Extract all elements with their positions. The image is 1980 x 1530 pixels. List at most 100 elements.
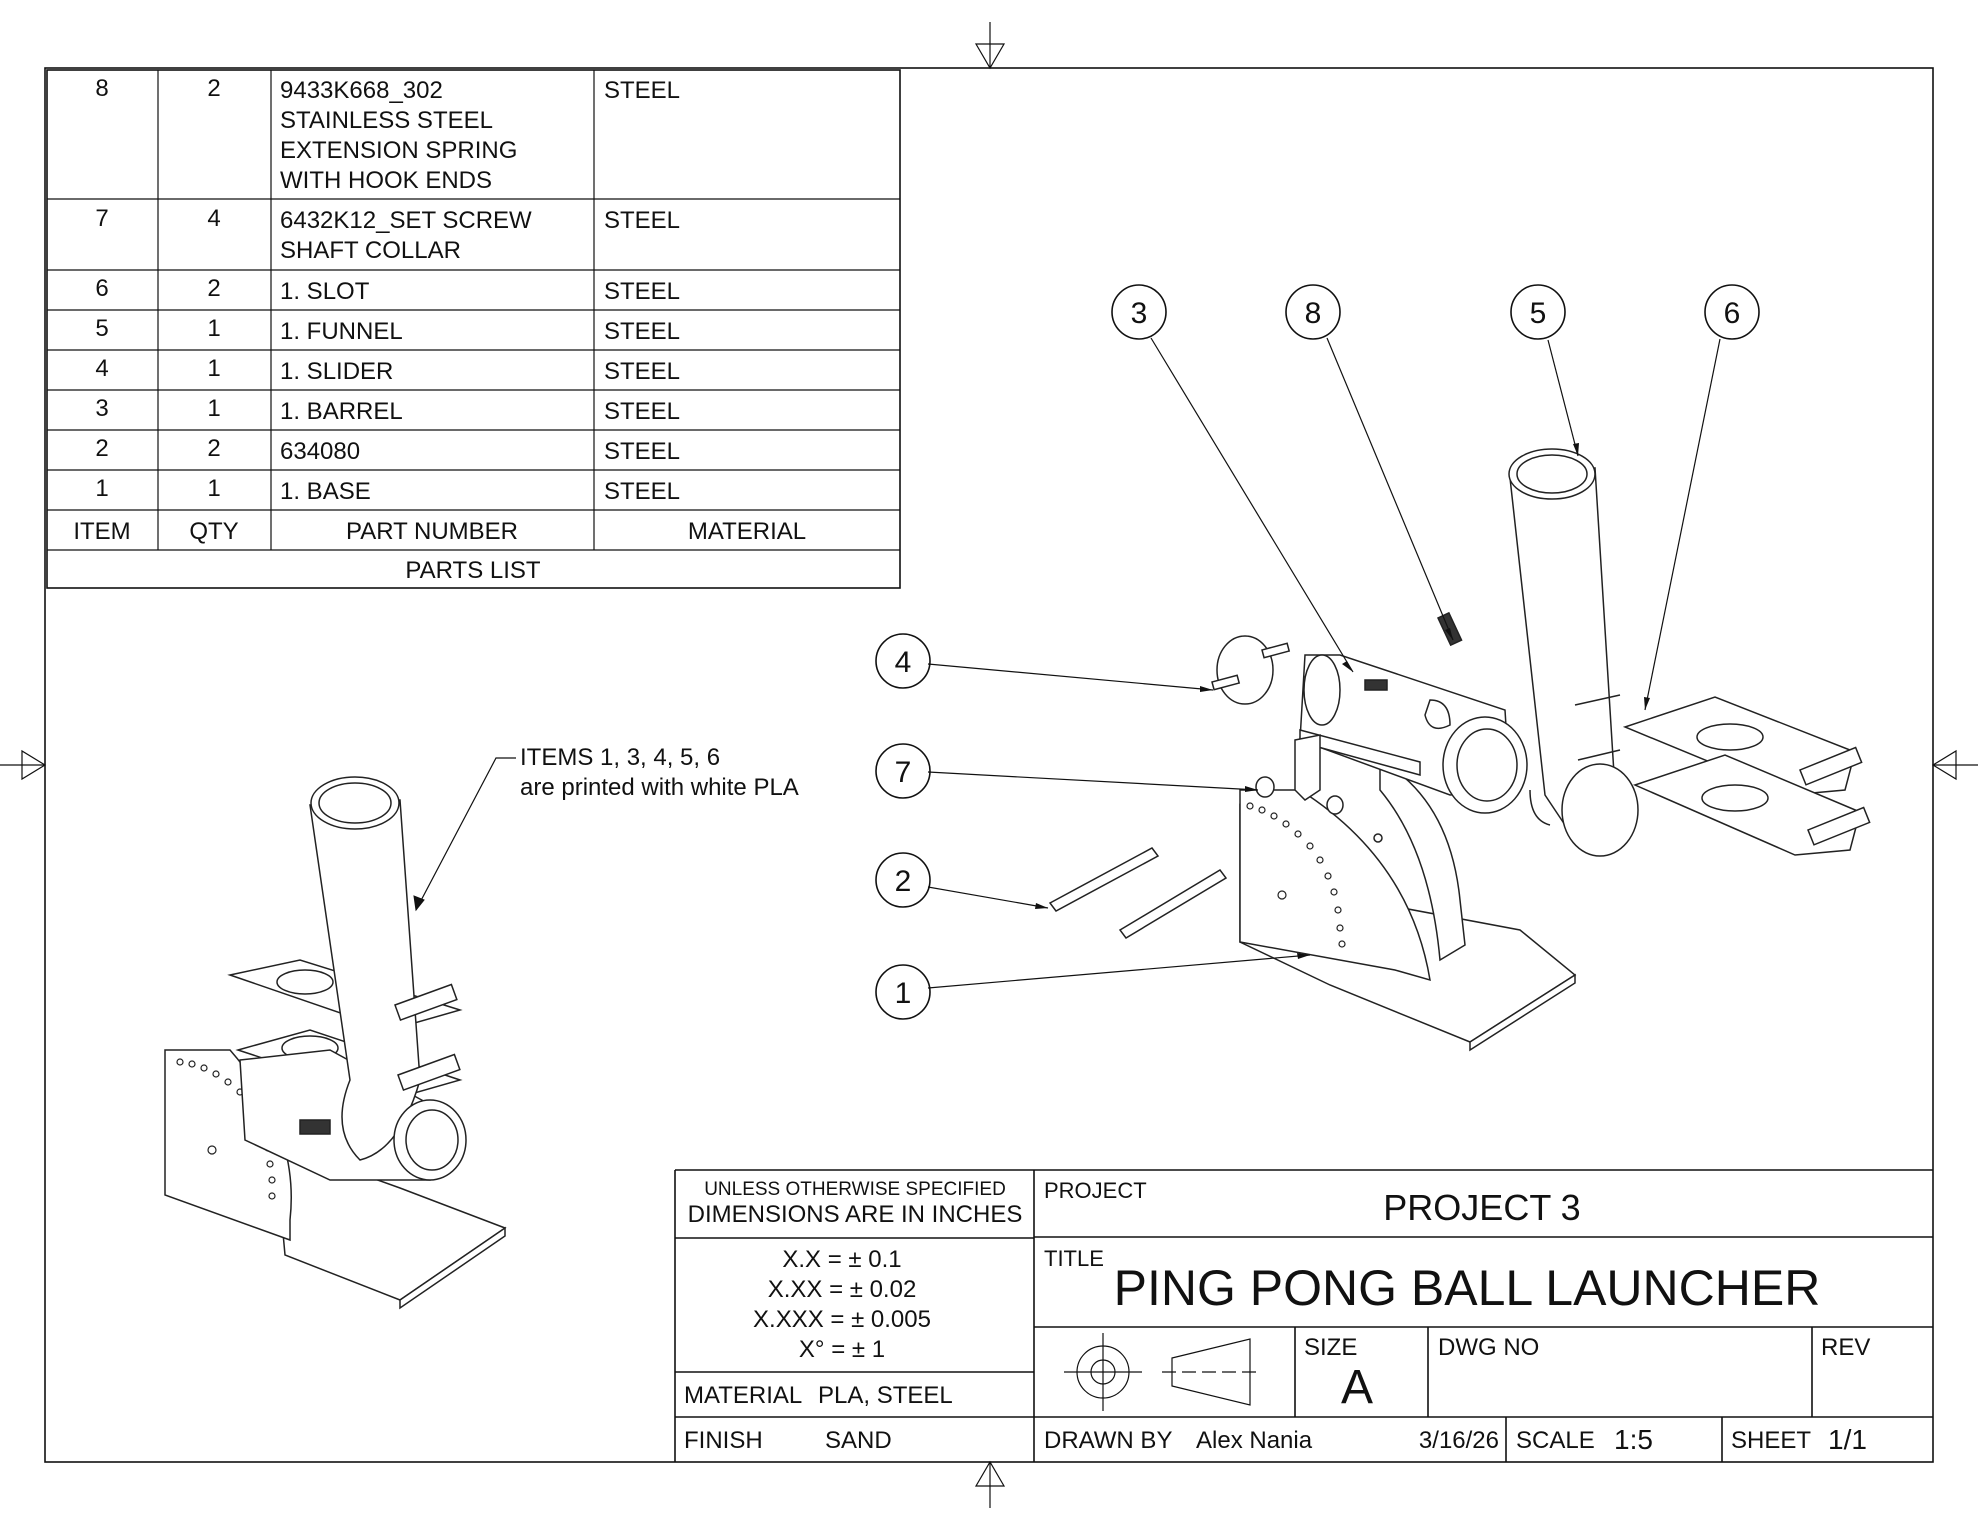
balloon-arrowheads [1035,443,1650,959]
sheet-value: 1/1 [1828,1424,1867,1455]
material-note: ITEMS 1, 3, 4, 5, 6 are printed with whi… [413,744,799,912]
row-item: 8 [95,75,108,102]
tolerance-1: X.X = ± 0.1 [782,1246,901,1273]
row-item: 3 [95,395,108,422]
row-part-line: 634080 [280,438,360,465]
row-part-line: 1. SLIDER [280,358,393,385]
parts-row-2: 2 2 634080 STEEL [95,435,680,465]
row-part-line: 1. FUNNEL [280,318,403,345]
svg-text:6: 6 [1724,297,1741,330]
row-item: 1 [95,475,108,502]
drawing-title: PING PONG BALL LAUNCHER [1114,1260,1821,1316]
header-qty: QTY [189,518,238,545]
scale-label: SCALE [1516,1427,1595,1454]
scale-value: 1:5 [1614,1424,1653,1455]
tolerance-4: X° = ± 1 [799,1336,885,1363]
row-part-line: EXTENSION SPRING [280,137,517,164]
svg-text:5: 5 [1530,297,1547,330]
row-qty: 2 [207,275,220,302]
parts-row-6: 6 2 1. SLOT STEEL [95,275,680,305]
row-material: STEEL [604,478,680,505]
row-part-line: WITH HOOK ENDS [280,167,492,194]
spec-line-2: DIMENSIONS ARE IN INCHES [688,1201,1023,1228]
balloon-8: 8 [1285,284,1341,340]
size-label: SIZE [1304,1334,1357,1361]
balloon-3: 3 [1111,284,1167,340]
balloon-2: 2 [875,852,931,908]
note-arrowhead [413,895,425,912]
exploded-view [1048,448,1871,1052]
project-value: PROJECT 3 [1383,1187,1580,1228]
parts-list-title: PARTS LIST [405,557,540,584]
material-value: PLA, STEEL [818,1382,953,1409]
parts-row-3: 3 1 1. BARREL STEEL [95,395,680,425]
row-item: 4 [95,355,108,382]
dwg-no-label: DWG NO [1438,1334,1539,1361]
parts-list-header: ITEM QTY PART NUMBER MATERIAL [73,518,806,545]
balloon-leaders [927,337,1721,989]
row-material: STEEL [604,438,680,465]
row-material: STEEL [604,358,680,385]
balloon-1: 1 [875,964,931,1020]
svg-text:3: 3 [1131,297,1148,330]
svg-text:4: 4 [895,646,912,679]
parts-row-8: 8 2 9433K668_302 STAINLESS STEEL EXTENSI… [95,75,680,194]
row-part-line: 1. SLOT [280,278,370,305]
header-part-number: PART NUMBER [346,518,518,545]
balloon-7: 7 [875,743,931,799]
centering-marks [0,22,1978,1508]
parts-row-7: 7 4 6432K12_SET SCREW SHAFT COLLAR STEEL [95,205,680,264]
row-material: STEEL [604,207,680,234]
finish-label: FINISH [684,1427,763,1454]
spec-line-1: UNLESS OTHERWISE SPECIFIED [704,1179,1006,1200]
row-part-line: 9433K668_302 [280,77,443,104]
parts-row-5: 5 1 1. FUNNEL STEEL [95,315,680,345]
parts-row-4: 4 1 1. SLIDER STEEL [95,355,680,385]
row-part-line: 6432K12_SET SCREW [280,207,532,234]
finish-value: SAND [825,1427,892,1454]
row-part-line: 1. BARREL [280,398,403,425]
tolerances: X.X = ± 0.1 X.XX = ± 0.02 X.XXX = ± 0.00… [753,1246,931,1363]
note-line-1: ITEMS 1, 3, 4, 5, 6 [520,744,720,771]
drawn-date: 3/16/26 [1419,1427,1499,1454]
header-material: MATERIAL [688,518,806,545]
material-label: MATERIAL [684,1382,802,1409]
title-label: TITLE [1044,1246,1104,1271]
balloon-6: 6 [1704,284,1760,340]
row-qty: 1 [207,395,220,422]
row-part-line: STAINLESS STEEL [280,107,493,134]
svg-text:8: 8 [1305,297,1322,330]
parts-list-table: 8 2 9433K668_302 STAINLESS STEEL EXTENSI… [46,69,901,589]
balloon-4: 4 [875,633,931,689]
header-item: ITEM [73,518,130,545]
row-qty: 2 [207,75,220,102]
row-material: STEEL [604,77,680,104]
note-leader [415,757,516,911]
assembled-view [164,776,507,1310]
sheet-label: SHEET [1731,1427,1811,1454]
svg-text:1: 1 [895,977,912,1010]
row-qty: 1 [207,355,220,382]
row-item: 2 [95,435,108,462]
row-qty: 2 [207,435,220,462]
parts-row-1: 1 1 1. BASE STEEL [95,475,680,505]
drawn-by-value: Alex Nania [1196,1427,1313,1454]
tolerance-2: X.XX = ± 0.02 [768,1276,917,1303]
size-value: A [1341,1361,1373,1414]
row-item: 6 [95,275,108,302]
title-block: UNLESS OTHERWISE SPECIFIED DIMENSIONS AR… [674,1169,1933,1462]
row-material: STEEL [604,278,680,305]
row-part-line: SHAFT COLLAR [280,237,461,264]
row-part-line: 1. BASE [280,478,371,505]
rev-label: REV [1821,1334,1870,1361]
svg-text:2: 2 [895,865,912,898]
balloon-5: 5 [1510,284,1566,340]
note-line-2: are printed with white PLA [520,774,799,801]
balloons: 3 8 5 6 4 7 2 1 [875,284,1760,1020]
row-material: STEEL [604,398,680,425]
row-qty: 4 [207,205,220,232]
drawn-by-label: DRAWN BY [1044,1427,1172,1454]
projection-symbol-icon [1064,1333,1262,1411]
row-qty: 1 [207,475,220,502]
